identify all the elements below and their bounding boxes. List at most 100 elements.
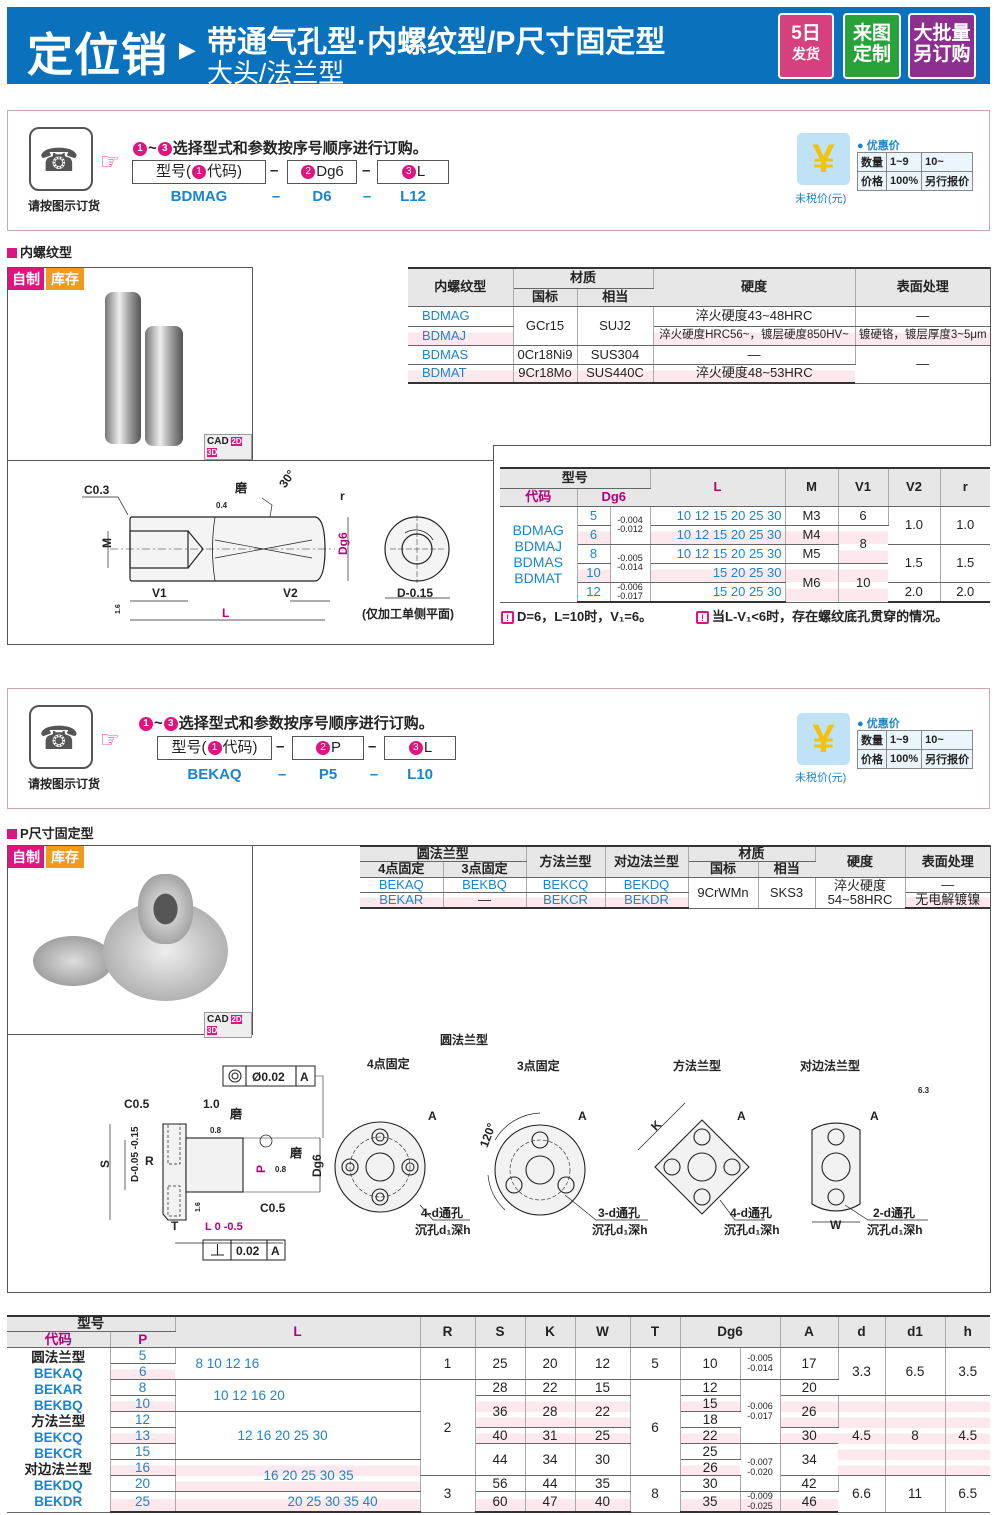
svg-text:30°: 30° <box>276 467 298 490</box>
badge-custom: 来图定制 <box>843 13 901 79</box>
svg-text:A: A <box>428 1109 437 1123</box>
dash: – <box>271 188 281 205</box>
svg-text:圆法兰型: 圆法兰型 <box>440 1032 488 1047</box>
product-image-pins: 自制 库存 CAD 2D 3D <box>7 267 253 461</box>
example-code: BEKAQ <box>187 766 242 783</box>
svg-text:4-d通孔: 4-d通孔 <box>730 1205 772 1220</box>
tag-in-stock: 库存 <box>46 268 84 290</box>
dash: – <box>368 738 377 755</box>
svg-text:120°: 120° <box>477 1121 499 1149</box>
frame-line <box>990 267 991 445</box>
example-p: P5 <box>318 766 338 783</box>
svg-text:1.0: 1.0 <box>203 1097 220 1111</box>
svg-text:D-0.05 -0.15: D-0.05 -0.15 <box>130 1126 141 1182</box>
svg-text:A: A <box>578 1109 587 1123</box>
order-hint: 请按图示订货 <box>28 199 101 213</box>
svg-text:2-d通孔: 2-d通孔 <box>873 1205 915 1220</box>
example-code: BDMAG <box>170 188 228 205</box>
svg-text:C0.5: C0.5 <box>260 1201 286 1215</box>
page-subtitle-2: 大头/法兰型 <box>207 58 345 88</box>
yen-icon: ¥ <box>797 133 850 185</box>
svg-text:D-0.15: D-0.15 <box>397 586 433 600</box>
svg-text:S: S <box>98 1160 112 1168</box>
note-1: !D=6，L=10时，V₁=6。 <box>501 606 652 625</box>
svg-text:沉孔d₁深h: 沉孔d₁深h <box>867 1222 923 1237</box>
price-label: 未税价(元) <box>795 772 847 784</box>
svg-text:R: R <box>145 1154 154 1168</box>
svg-text:沉孔d₁深h: 沉孔d₁深h <box>592 1222 648 1237</box>
svg-text:沉孔d₁深h: 沉孔d₁深h <box>724 1222 780 1237</box>
svg-text:4点固定: 4点固定 <box>367 1056 410 1071</box>
dash: – <box>277 766 287 783</box>
svg-text:4-d通孔: 4-d通孔 <box>421 1205 463 1220</box>
cad-badge: CAD 2D 3D <box>204 434 252 460</box>
product-image-flange: 自制 库存 CAD 2D 3D <box>7 845 253 1038</box>
svg-text:对边法兰型: 对边法兰型 <box>800 1058 860 1073</box>
svg-text:W: W <box>830 1218 842 1232</box>
svg-text:磨: 磨 <box>229 1106 242 1121</box>
dash: – <box>369 766 379 783</box>
dash: – <box>362 162 371 179</box>
svg-text:L 0 -0.5: L 0 -0.5 <box>205 1221 243 1233</box>
page-title: 定位销 <box>27 29 168 81</box>
frame-line <box>493 445 494 645</box>
svg-text:6.3: 6.3 <box>918 1086 930 1095</box>
discount-title: ● 优惠价 <box>857 140 900 152</box>
tag-self-made: 自制 <box>8 846 44 868</box>
svg-text:A: A <box>737 1109 746 1123</box>
svg-text:1.6: 1.6 <box>115 604 122 614</box>
svg-text:Ø0.02: Ø0.02 <box>252 1070 285 1084</box>
order-hint: 请按图示订货 <box>28 777 101 791</box>
svg-text:r: r <box>340 489 345 503</box>
note-2: !当L-V₁<6时，存在螺纹底孔贯穿的情况。 <box>696 606 948 625</box>
section-title-internal-thread: 内螺纹型 <box>7 242 72 261</box>
svg-text:0.02: 0.02 <box>236 1244 260 1258</box>
internal-thread-pin-drawing: C0.3 磨 0.4 30° r M Dg6 V1 V2 L 1.6 D-0.1… <box>82 467 454 621</box>
svg-text:(仅加工单侧平面): (仅加工单侧平面) <box>362 606 454 621</box>
svg-text:C0.3: C0.3 <box>84 483 110 497</box>
section-title-p-fixed: P尺寸固定型 <box>7 823 94 842</box>
svg-text:0.8: 0.8 <box>275 1165 287 1174</box>
svg-text:P: P <box>254 1165 268 1173</box>
svg-text:A: A <box>300 1070 309 1084</box>
svg-text:磨: 磨 <box>289 1145 302 1160</box>
phone-24h-icon: ☎ <box>29 705 93 769</box>
svg-text:V1: V1 <box>152 586 167 600</box>
pin-image-long <box>105 292 141 444</box>
svg-text:L: L <box>222 606 229 620</box>
page-subtitle: 带通气孔型·内螺纹型/P尺寸固定型 <box>207 26 666 59</box>
svg-text:M: M <box>100 538 114 548</box>
dash: – <box>362 188 372 205</box>
svg-text:方法兰型: 方法兰型 <box>673 1058 721 1073</box>
dash: – <box>276 738 285 755</box>
tag-self-made: 自制 <box>8 268 44 290</box>
price-label: 未税价(元) <box>795 193 847 205</box>
flange-boss-image <box>138 874 193 944</box>
svg-text:沉孔d₁深h: 沉孔d₁深h <box>415 1222 471 1237</box>
tag-in-stock: 库存 <box>46 846 84 868</box>
svg-text:3点固定: 3点固定 <box>517 1058 560 1073</box>
badge-5day: 5日发货 <box>778 13 834 79</box>
phone-24h-icon: ☎ <box>29 127 93 191</box>
frame-line <box>493 445 991 446</box>
pin-image-short <box>145 326 183 446</box>
svg-text:A: A <box>271 1244 280 1258</box>
pointing-hand-icon: ☞ <box>100 727 120 752</box>
svg-text:C0.5: C0.5 <box>124 1097 150 1111</box>
discount-title: ● 优惠价 <box>857 718 900 730</box>
